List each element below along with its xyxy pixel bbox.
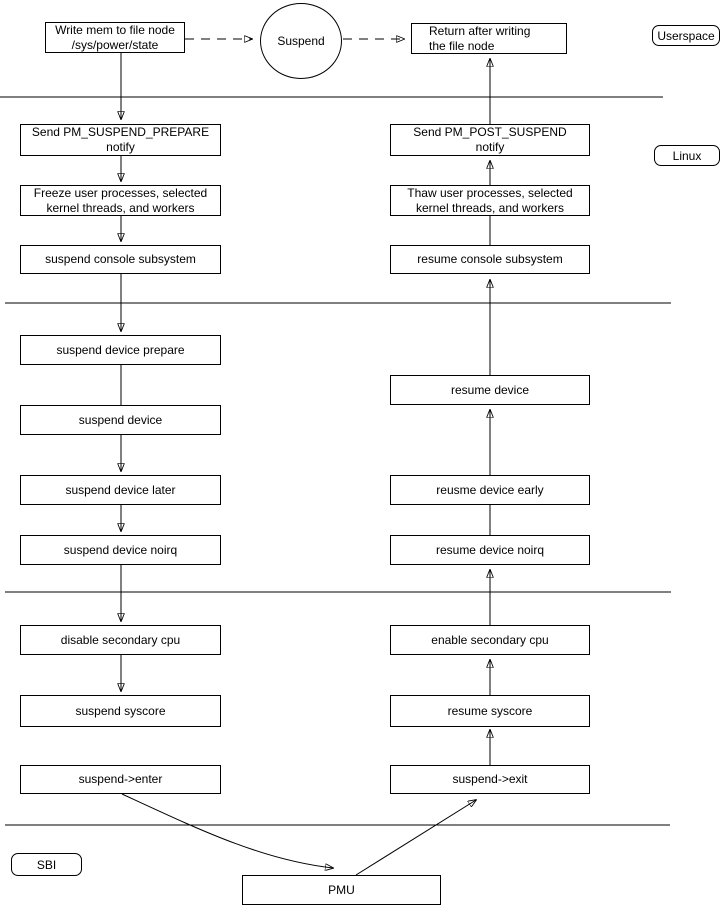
node-enable-secondary-cpu: enable secondary cpu [390, 625, 590, 655]
node-resume-device: resume device [390, 375, 590, 405]
node-write-mem-file: Write mem to file node /sys/power/state [45, 22, 185, 53]
node-resume-device-early: reusme device early [390, 475, 590, 505]
node-resume-console-subsystem: resume console subsystem [390, 245, 590, 274]
node-pmu: PMU [242, 875, 441, 905]
node-suspend-device: suspend device [20, 405, 221, 435]
node-suspend-console-subsystem: suspend console subsystem [20, 245, 221, 274]
arrow-enter-to-pmu [121, 793, 333, 868]
zone-label-linux: Linux [654, 145, 720, 166]
node-send-pm-suspend-prepare: Send PM_SUSPEND_PREPARE notify [20, 124, 221, 156]
node-suspend-syscore: suspend syscore [20, 695, 221, 727]
node-send-pm-post-suspend: Send PM_POST_SUSPEND notify [390, 124, 590, 156]
node-suspend-enter: suspend->enter [20, 765, 221, 794]
node-freeze-user-processes: Freeze user processes, selected kernel t… [20, 185, 221, 216]
node-suspend-device-prepare: suspend device prepare [20, 335, 221, 365]
node-disable-secondary-cpu: disable secondary cpu [20, 625, 221, 655]
node-suspend-device-later: suspend device later [20, 475, 221, 505]
node-return-after-write: Return after writing the file node [411, 23, 567, 54]
arrow-pmu-to-exit [355, 800, 476, 876]
zone-label-sbi: SBI [11, 853, 82, 876]
zone-label-userspace: Userspace [652, 25, 720, 46]
node-suspend-exit: suspend->exit [390, 765, 590, 794]
node-resume-device-noirq: resume device noirq [390, 535, 590, 565]
node-thaw-user-processes: Thaw user processes, selected kernel thr… [390, 185, 590, 216]
node-suspend-state: Suspend [260, 3, 342, 79]
node-resume-syscore: resume syscore [390, 695, 590, 727]
node-suspend-device-noirq: suspend device noirq [20, 535, 221, 565]
